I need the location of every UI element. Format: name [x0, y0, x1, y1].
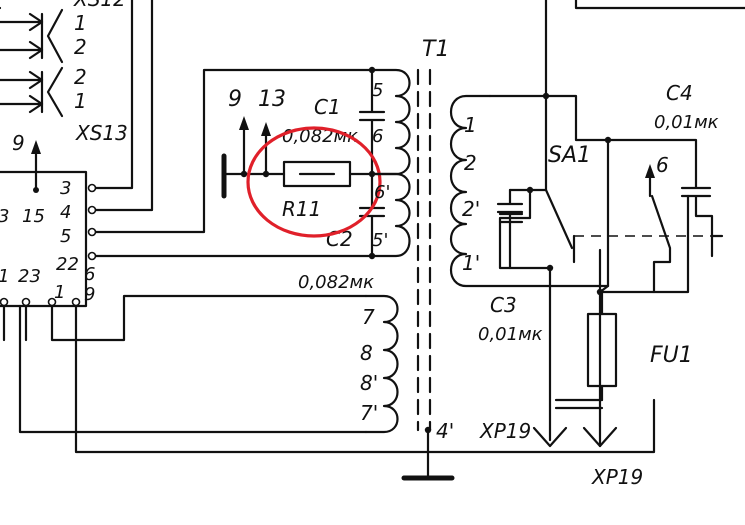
block-pin-4: 4: [60, 202, 71, 223]
t1-pin-1p: 1': [462, 251, 480, 275]
xs12-label: XS12: [73, 0, 126, 11]
t1-pin-8: 8: [360, 341, 373, 365]
block-bottom-pin-1: 1: [54, 282, 65, 303]
t1-pin-7: 7: [362, 305, 375, 329]
test-points: 9 13: [228, 87, 286, 176]
block-bottom-pin-9: 9: [84, 284, 95, 305]
xs13-connector: 2 1 XS13: [0, 65, 128, 145]
t1-core-pin: 4': [436, 419, 454, 443]
block-label-3: 3: [0, 206, 9, 227]
fuse-label: FU1: [650, 343, 693, 368]
t1-pin-1: 1: [464, 113, 477, 137]
fuse-fu1: FU1: [554, 290, 693, 410]
t1-pin-2p: 2': [462, 197, 480, 221]
capacitor-c1: C1 0,082мк: [282, 68, 386, 176]
resistor-label: R11: [282, 197, 321, 221]
xp19-bottom-label: XP19: [591, 465, 643, 489]
block-top-pin: 9: [12, 131, 25, 155]
switch-sa1: SA1 6: [532, 143, 720, 448]
block-pin-3: 3: [60, 178, 71, 199]
capacitor-c4: C4 0,01мк: [606, 81, 724, 258]
block-pin-5: 5: [60, 226, 71, 247]
xs13-pin-1: 1: [74, 89, 87, 113]
xp19-plug-label: XP19: [479, 419, 531, 443]
switch-label: SA1: [548, 143, 591, 168]
c3-label: C3: [490, 293, 517, 317]
t1-pin-2: 2: [464, 151, 477, 175]
block-pin-22: 22: [56, 254, 79, 275]
xs12-connector: XS12 1 2: [0, 0, 126, 64]
t1-pin-7p: 7': [360, 401, 378, 425]
capacitor-c2: C2 0,082мк: [298, 172, 386, 293]
test-point-13: 13: [258, 87, 286, 112]
resistor-r11: R11: [282, 160, 374, 221]
xs12-pin-2: 2: [74, 35, 87, 59]
xs12-pin-1: 1: [74, 11, 87, 35]
block-pin-6: 6: [84, 264, 95, 285]
t1-pin-5p: 5': [372, 230, 388, 251]
module-block: 9 3 15 1 23 3 4 5 22 6 1 9: [0, 131, 97, 308]
block-label-15: 15: [22, 206, 45, 227]
block-label-23: 23: [18, 266, 41, 287]
c4-label: C4: [666, 81, 693, 105]
xs13-pin-2: 2: [74, 65, 87, 89]
c4-value: 0,01мк: [654, 112, 719, 133]
transformer-label: T1: [422, 37, 449, 62]
c1-label: C1: [314, 95, 341, 119]
t1-pin-6: 6: [372, 126, 383, 147]
t1-pin-8p: 8': [360, 371, 378, 395]
transformer-t1: T1 5 6 6' 5' 7 8 8' 7' 4' 1 2 2' 1': [360, 0, 610, 481]
capacitor-c3: C3 0,01мк: [478, 188, 552, 345]
t1-pin-5: 5: [372, 80, 383, 101]
switch-pin-6: 6: [656, 153, 669, 177]
c3-value: 0,01мк: [478, 324, 543, 345]
t1-pin-6p: 6': [374, 182, 390, 203]
test-point-9: 9: [228, 87, 242, 112]
c2-value: 0,082мк: [298, 272, 374, 293]
block-label-1: 1: [0, 266, 9, 287]
r11-highlight-circle: [246, 126, 382, 238]
xs13-label: XS13: [75, 121, 128, 145]
